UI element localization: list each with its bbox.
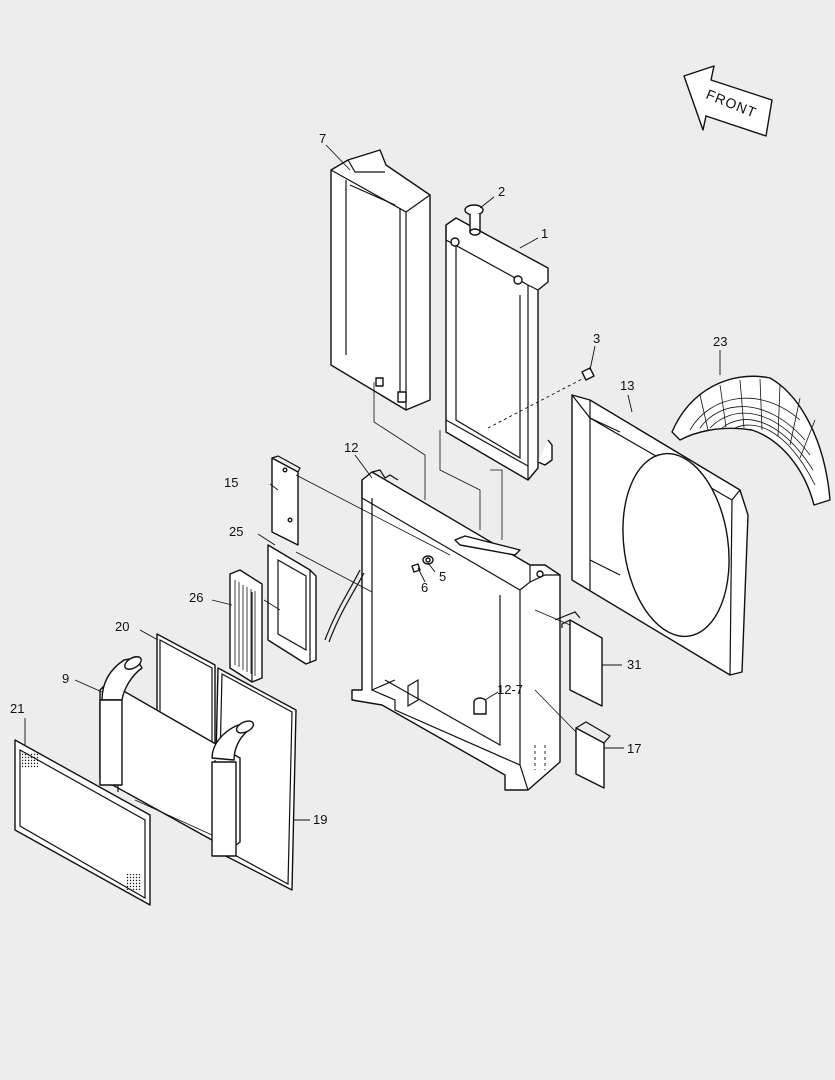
callout-19: 19 xyxy=(313,812,327,827)
cover-plate-part-15 xyxy=(271,455,301,546)
callout-7: 7 xyxy=(319,131,326,146)
frame-part-12 xyxy=(324,469,561,791)
bushing-part-5 xyxy=(422,555,434,565)
callout-21: 21 xyxy=(10,701,24,716)
callout-6: 6 xyxy=(421,580,428,595)
callout-17: 17 xyxy=(627,741,641,756)
plug-part-12-7 xyxy=(473,697,487,715)
callouts: 7 2 1 3 23 13 12 15 25 5 6 26 20 31 9 12… xyxy=(10,131,727,827)
callout-23: 23 xyxy=(713,334,727,349)
bracket-part-25 xyxy=(267,544,317,665)
leader-lines xyxy=(24,144,721,821)
callout-25: 25 xyxy=(229,524,243,539)
callout-2: 2 xyxy=(498,184,505,199)
fuel-cooler-part-26 xyxy=(229,569,263,683)
oil-cooler-part-7 xyxy=(330,149,431,411)
callout-13: 13 xyxy=(620,378,634,393)
fan-shroud-part-13 xyxy=(571,394,749,676)
intercooler-part-9 xyxy=(99,656,255,857)
bracket-part-17 xyxy=(575,721,611,789)
callout-3: 3 xyxy=(593,331,600,346)
radiator-part-1 xyxy=(445,217,553,481)
callout-12: 12 xyxy=(344,440,358,455)
bracket-part-31 xyxy=(554,611,603,707)
callout-9: 9 xyxy=(62,671,69,686)
callout-15: 15 xyxy=(224,475,238,490)
callout-26: 26 xyxy=(189,590,203,605)
fan-guard-part-23 xyxy=(671,375,831,506)
bolt-part-6 xyxy=(411,563,421,573)
callout-12-7: 12-7 xyxy=(497,682,523,697)
screen-part-21 xyxy=(14,739,151,906)
callout-31: 31 xyxy=(627,657,641,672)
clip-part-3 xyxy=(581,367,595,381)
callout-5: 5 xyxy=(439,569,446,584)
front-arrow-icon: FRONT xyxy=(683,65,773,137)
callout-1: 1 xyxy=(541,226,548,241)
callout-20: 20 xyxy=(115,619,129,634)
radiator-cap-part-2 xyxy=(464,204,484,236)
